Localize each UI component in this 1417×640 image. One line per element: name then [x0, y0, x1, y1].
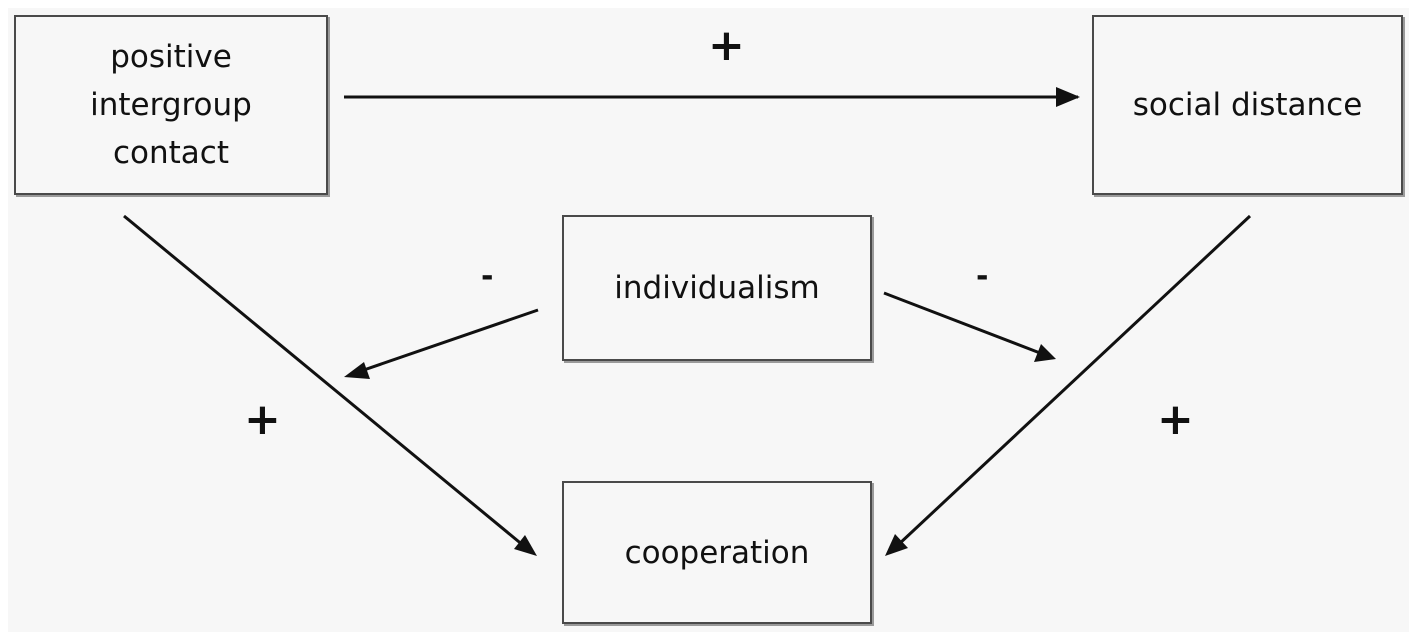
edge-individualism-moderates-left — [357, 308, 539, 374]
arrowhead-moderator-right — [1034, 344, 1056, 362]
sign-contact-to-social-distance: + — [708, 20, 745, 71]
arrowhead-social-distance — [1056, 87, 1080, 107]
node-label-social-distance: social distance — [1132, 87, 1363, 123]
node-label-cooperation: cooperation — [624, 534, 810, 571]
node-cooperation: cooperation — [562, 481, 872, 624]
arrowhead-moderator-left — [344, 362, 370, 379]
node-label-individualism: individualism — [614, 270, 820, 306]
node-label-positive-intergroup-contact: positive intergroup contact — [90, 39, 252, 171]
node-positive-intergroup-contact: positive intergroup contact — [14, 15, 328, 195]
edge-contact-to-cooperation — [123, 214, 525, 548]
sign-individualism-left: - — [481, 259, 494, 294]
arrowhead-cooperation-left — [514, 535, 537, 556]
sign-social-distance-to-cooperation: + — [1157, 394, 1194, 445]
node-individualism: individualism — [562, 215, 872, 361]
node-social-distance: social distance — [1092, 15, 1403, 195]
edge-individualism-moderates-right — [883, 291, 1041, 355]
edge-social-distance-to-cooperation — [896, 214, 1252, 547]
arrowhead-cooperation-right — [885, 534, 908, 556]
sign-individualism-right: - — [976, 259, 989, 294]
sign-contact-to-cooperation: + — [244, 394, 281, 445]
